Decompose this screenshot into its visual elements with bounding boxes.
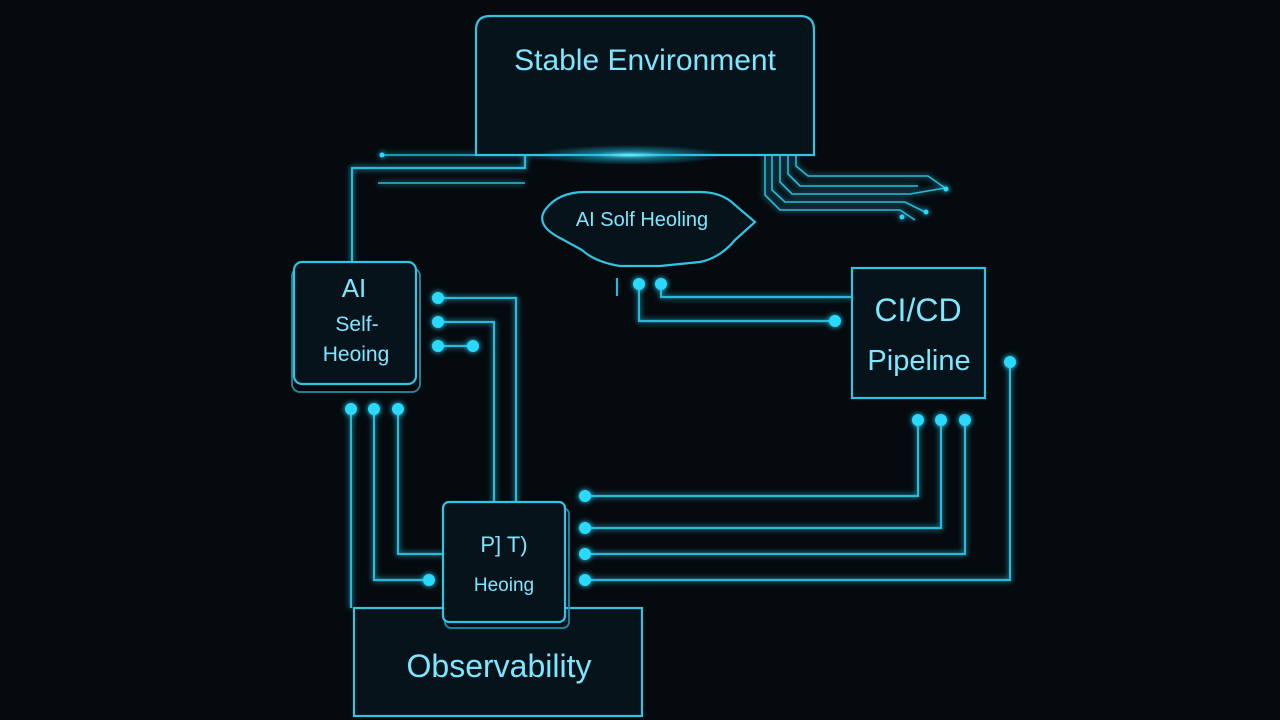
observability-box xyxy=(352,606,644,718)
dot-icon xyxy=(423,574,435,586)
ai-self-healing-left-line-2: Self- xyxy=(335,313,378,336)
healing-center-box xyxy=(441,500,567,624)
wire-cicd-to-center-3 xyxy=(585,420,967,556)
stable-environment-node[interactable]: Stable Environment xyxy=(474,14,816,165)
wire-left-ai-down-3 xyxy=(396,409,444,556)
cicd-pipeline-line-1: CI/CD xyxy=(874,292,961,328)
wire-left-ai-out-1 xyxy=(438,296,518,505)
connector-dots xyxy=(345,152,1016,586)
dot-icon xyxy=(432,340,444,352)
cicd-pipeline-line-2: Pipeline xyxy=(867,345,970,377)
dot-icon xyxy=(959,414,971,426)
dot-icon xyxy=(899,214,905,220)
healing-center-node[interactable]: P] T) Heoing xyxy=(441,500,570,629)
cicd-pipeline-node[interactable]: CI/CD Pipeline xyxy=(850,266,987,400)
dot-icon xyxy=(432,316,444,328)
stable-environment-glow xyxy=(535,145,725,165)
wire-top-right-4 xyxy=(787,155,918,187)
ai-self-healing-left-line-1: AI xyxy=(342,273,367,303)
dot-icon xyxy=(432,292,444,304)
ai-self-healing-cloud-node[interactable]: AI Solf Heoling xyxy=(541,190,757,296)
dot-icon xyxy=(579,490,591,502)
wire-cicd-to-center-4 xyxy=(585,362,1012,582)
dot-icon xyxy=(579,548,591,560)
ai-self-healing-cloud-shape xyxy=(541,190,757,268)
dot-icon xyxy=(392,403,404,415)
stable-environment-box xyxy=(474,14,816,157)
dot-icon xyxy=(379,152,385,158)
dot-icon xyxy=(579,522,591,534)
observability-label: Observability xyxy=(407,648,592,684)
healing-center-line-2: Heoing xyxy=(474,575,534,596)
dot-icon xyxy=(655,278,667,290)
ai-self-healing-left-box xyxy=(292,260,418,386)
wire-cicd-to-center-2 xyxy=(585,420,943,530)
cicd-pipeline-box xyxy=(850,266,987,400)
wire-cloud-to-cicd-1 xyxy=(659,283,852,299)
dot-icon xyxy=(912,414,924,426)
dot-icon xyxy=(1004,356,1016,368)
dot-icon xyxy=(345,403,357,415)
dot-icon xyxy=(935,414,947,426)
wire-top-right-1 xyxy=(764,155,916,221)
wire-top-right-3 xyxy=(779,155,946,195)
observability-node[interactable]: Observability xyxy=(352,606,644,718)
ai-self-healing-cloud-label: AI Solf Heoling xyxy=(576,209,708,231)
ai-self-healing-left-line-3: Heoing xyxy=(323,343,390,366)
stable-environment-label: Stable Environment xyxy=(514,44,776,77)
wire-left-ai-down-2 xyxy=(372,409,429,582)
dot-icon xyxy=(467,340,479,352)
dot-icon xyxy=(829,315,841,327)
wire-top-right-5 xyxy=(795,155,949,191)
dot-icon xyxy=(943,186,949,192)
wire-cicd-to-center-1 xyxy=(585,420,920,498)
healing-center-line-1: P] T) xyxy=(480,532,527,557)
dot-icon xyxy=(923,209,929,215)
dot-icon xyxy=(633,278,645,290)
dot-icon xyxy=(368,403,380,415)
ai-self-healing-left-node[interactable]: AI Self- Heoing xyxy=(291,260,421,393)
wire-top-right-2 xyxy=(771,155,926,213)
wire-left-ai-out-2 xyxy=(438,320,496,505)
connector-wires xyxy=(349,154,1012,608)
dot-icon xyxy=(579,574,591,586)
wire-top-to-left-ai xyxy=(350,155,527,262)
wire-cloud-to-cicd-2 xyxy=(637,283,835,323)
